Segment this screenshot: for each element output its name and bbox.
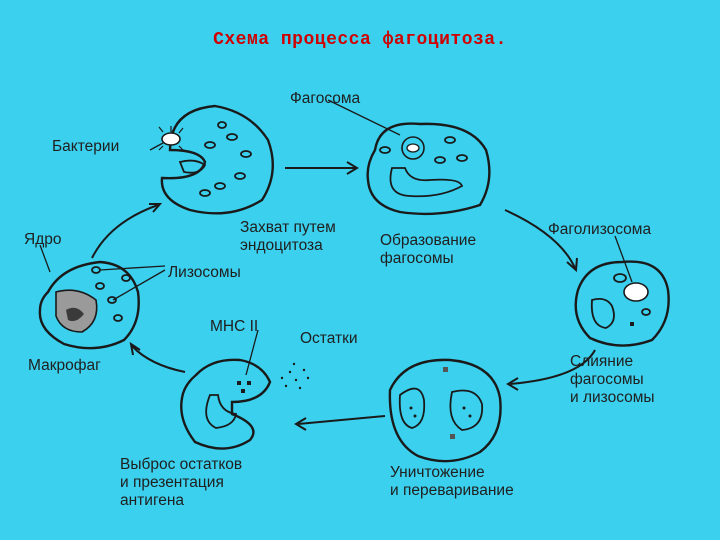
label-phagolysosome: Фаголизосома <box>548 221 652 238</box>
arrow-fusion-to-destruction <box>509 349 596 385</box>
label-release-line2: и презентация <box>120 474 224 491</box>
arrow-macrophage-to-capture-head <box>149 203 163 213</box>
label-destruction: Уничтожение и переваривание <box>390 464 514 500</box>
cell-destruction <box>388 358 502 463</box>
pointer-lines <box>39 99 633 301</box>
label-capture: Захват путем эндоцитоза <box>240 219 336 255</box>
label-release: Выброс остатков и презентация антигена <box>120 456 242 510</box>
arrow-destruction-to-release <box>297 415 386 425</box>
label-release-line1: Выброс остатков <box>120 456 243 473</box>
label-capture-line1: Захват путем <box>240 219 336 236</box>
arrow-destruction-to-release-head <box>294 417 307 431</box>
slide-title: Схема процесса фагоцитоза. <box>213 30 507 50</box>
label-fusion-line3: и лизосомы <box>570 389 655 406</box>
label-bacteria: Бактерии <box>52 138 120 155</box>
label-fusion: Слияние фагосомы и лизосомы <box>570 353 655 407</box>
arrow-release-to-macrophage-head <box>129 341 141 356</box>
label-fusion-line1: Слияние <box>570 353 634 370</box>
cell-capture <box>158 104 274 215</box>
arrow-macrophage-to-capture <box>91 204 159 259</box>
phagolysosome-icon <box>623 282 649 302</box>
label-formation: Образование фагосомы <box>380 232 476 268</box>
cell-formation <box>366 122 491 216</box>
label-macrophage: Макрофаг <box>28 357 101 374</box>
cycle-arrows <box>91 161 596 431</box>
label-release-line3: антигена <box>120 492 185 509</box>
arrow-capture-to-formation-head <box>346 161 359 175</box>
label-destruction-line2: и переваривание <box>390 482 514 499</box>
label-mhc: МНС II <box>210 318 259 335</box>
cell-macrophage <box>38 260 140 350</box>
label-fusion-line2: фагосомы <box>570 371 644 388</box>
label-destruction-line1: Уничтожение <box>390 464 485 481</box>
label-formation-line2: фагосомы <box>380 250 454 267</box>
arrow-formation-to-fusion <box>504 209 576 269</box>
label-lysosomes: Лизосомы <box>168 264 241 281</box>
arrow-formation-to-fusion-head <box>566 257 578 273</box>
bacterium-icon <box>158 126 184 151</box>
label-formation-line1: Образование <box>380 232 477 249</box>
cell-phagolysosome <box>574 260 670 347</box>
arrow-release-to-macrophage <box>131 345 186 373</box>
label-capture-line2: эндоцитоза <box>240 237 323 254</box>
residue-dots <box>280 362 310 390</box>
label-residues: Остатки <box>300 330 358 347</box>
cell-release <box>180 329 310 450</box>
phagosome-icon <box>401 136 425 160</box>
label-nucleus: Ядро <box>24 231 62 248</box>
arrow-fusion-to-destruction-head <box>506 377 519 391</box>
label-phagosome: Фагосома <box>290 90 361 107</box>
